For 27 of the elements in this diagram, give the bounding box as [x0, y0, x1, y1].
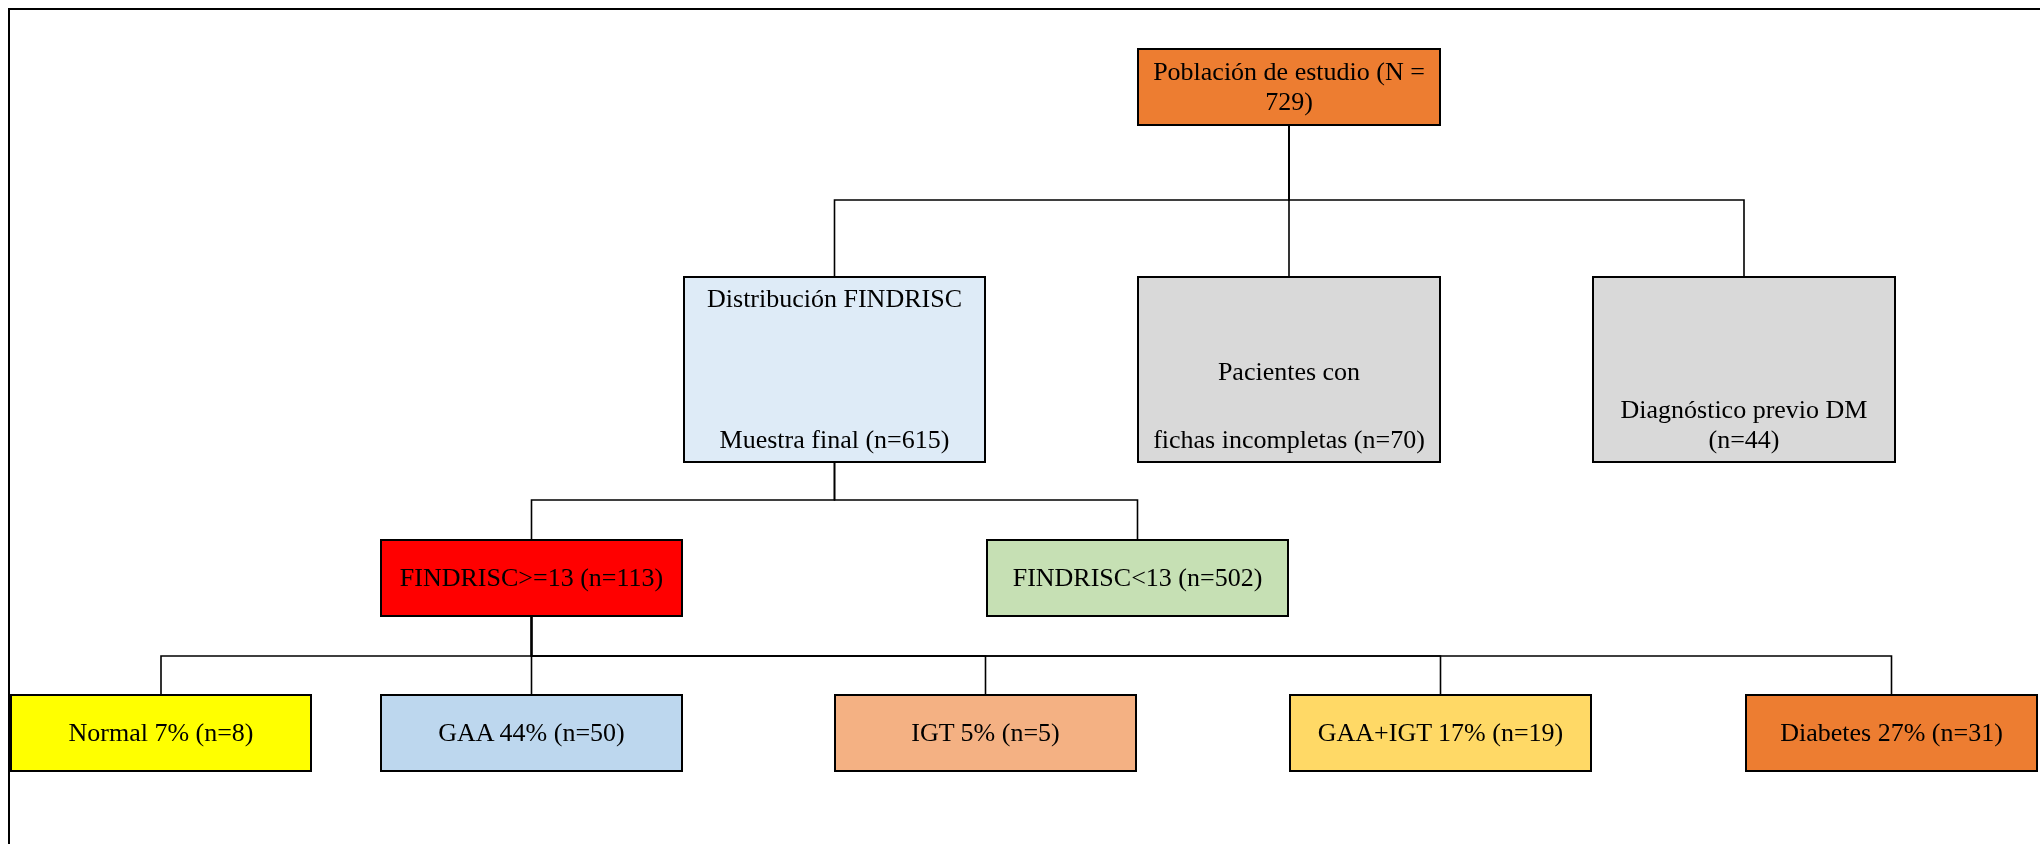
process-box [10, 694, 312, 772]
box-label: GAA 44% (n=50) [438, 718, 625, 748]
box-label: FINDRISC<13 (n=502) [1012, 563, 1263, 593]
box-label: Población de estudio (N = 729) [1152, 57, 1426, 117]
process-box [1289, 694, 1592, 772]
process-box [1137, 48, 1441, 126]
box-label: GAA+IGT 17% (n=19) [1317, 718, 1564, 748]
box-label: Muestra final (n=615) [719, 425, 950, 455]
box-label: Distribución FINDRISC [707, 284, 962, 314]
process-box [380, 539, 683, 617]
process-box [380, 694, 683, 772]
process-box [1137, 276, 1441, 463]
box-label: Normal 7% (n=8) [68, 718, 254, 748]
process-box [834, 694, 1137, 772]
box-label: Diagnóstico previo DM (n=44) [1619, 395, 1869, 455]
connector-line [530, 616, 1893, 695]
process-box [1745, 694, 2038, 772]
connector-line [1288, 125, 1745, 277]
process-box [986, 539, 1289, 617]
connector-line [833, 462, 1139, 540]
process-box [683, 276, 986, 463]
box-label: FINDRISC>=13 (n=113) [399, 563, 664, 593]
process-box [1592, 276, 1896, 463]
box-label: Pacientes con [1217, 357, 1361, 387]
box-label: IGT 5% (n=5) [911, 718, 1060, 748]
box-label: fichas incompletas (n=70) [1153, 425, 1425, 455]
box-label: Diabetes 27% (n=31) [1780, 718, 2003, 748]
